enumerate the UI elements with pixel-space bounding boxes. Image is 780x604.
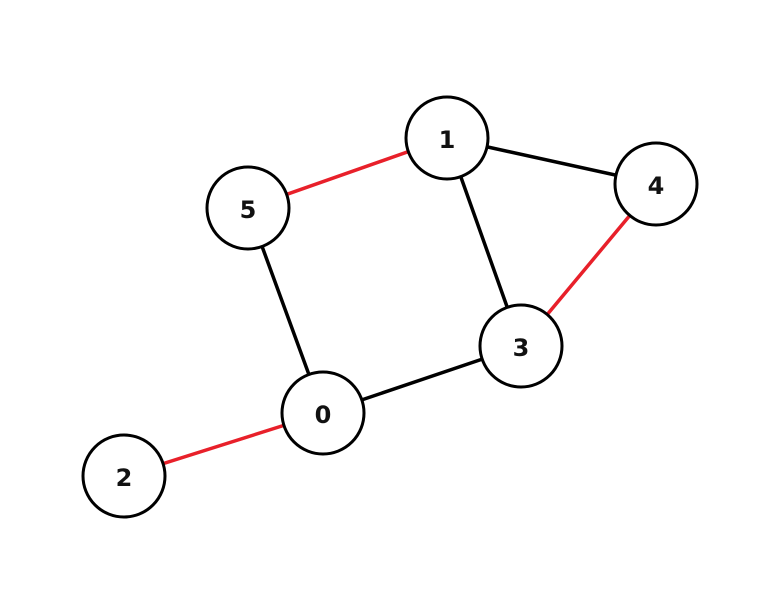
node-circle xyxy=(81,433,167,519)
nodes-layer: 0 1 2 3 4 5 xyxy=(81,95,699,519)
node-circle xyxy=(205,165,291,251)
node-circle xyxy=(478,303,564,389)
node-3: 3 xyxy=(478,303,564,389)
node-circle xyxy=(613,141,699,227)
node-5: 5 xyxy=(205,165,291,251)
node-0: 0 xyxy=(280,370,366,456)
node-circle xyxy=(280,370,366,456)
node-circle xyxy=(404,95,490,181)
node-2: 2 xyxy=(81,433,167,519)
edges-layer xyxy=(122,136,658,478)
node-4: 4 xyxy=(613,141,699,227)
node-label: 2 xyxy=(116,464,133,492)
node-label: 0 xyxy=(315,401,332,429)
node-label: 3 xyxy=(513,334,530,362)
node-label: 1 xyxy=(439,126,456,154)
node-1: 1 xyxy=(404,95,490,181)
node-label: 4 xyxy=(648,172,665,200)
node-label: 5 xyxy=(240,196,257,224)
